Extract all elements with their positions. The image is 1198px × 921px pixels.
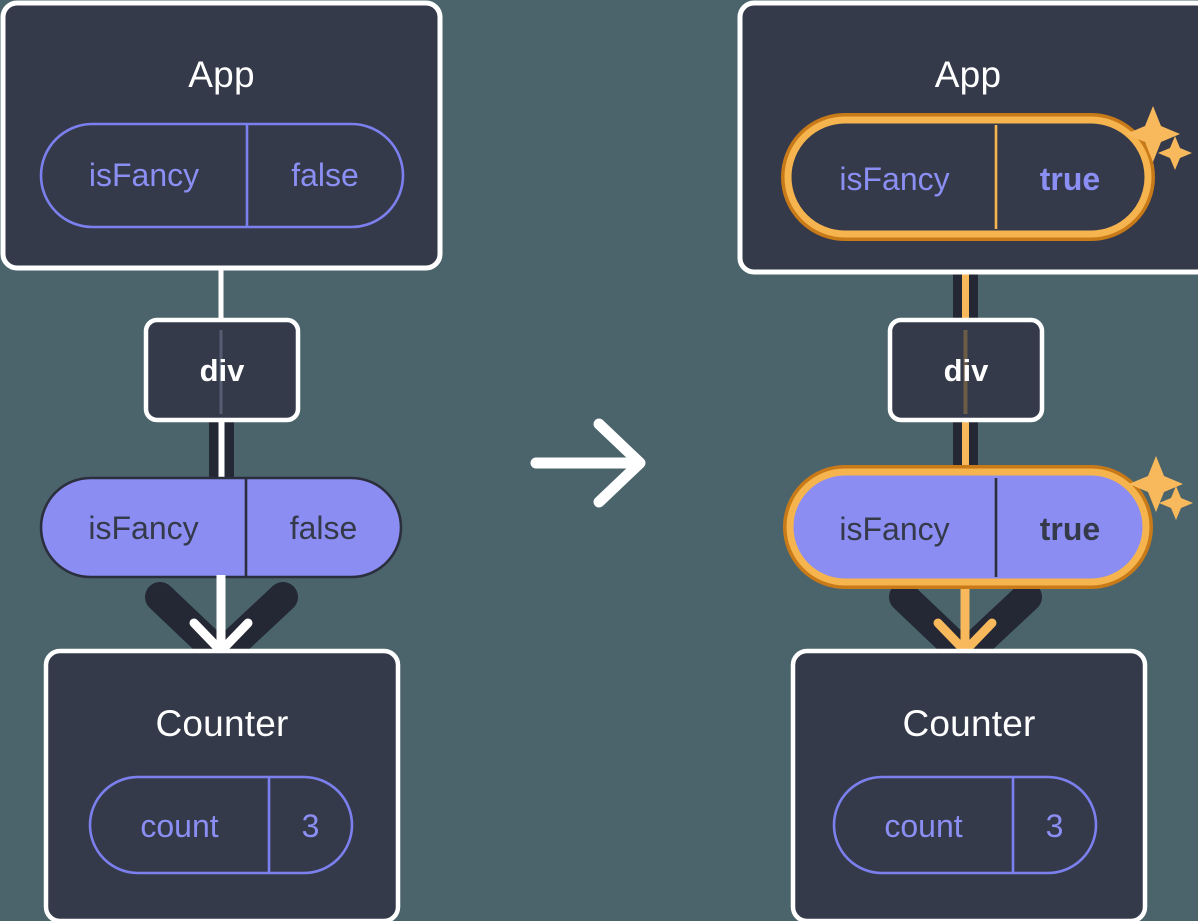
pill-count-counter-before <box>88 775 354 875</box>
pill-isfancy-app-before <box>39 122 405 229</box>
edge-app-to-div-before <box>218 266 224 322</box>
edge-div-to-pill-after-light <box>962 420 969 488</box>
sparkle-group-prop <box>1129 456 1193 520</box>
edge-div-to-pill-before-light <box>218 420 225 488</box>
pill-isfancy-app-after <box>781 113 1155 241</box>
sparkle-small-icon <box>1159 486 1193 520</box>
highlight-ring-inner-app <box>784 116 1152 238</box>
transition-arrow-icon <box>530 418 646 508</box>
edge-through-div-before-overlay <box>219 330 223 414</box>
pill-count-counter-after <box>832 775 1098 875</box>
sparkle-large-icon <box>1126 106 1180 162</box>
sparkle-group-app <box>1126 106 1192 170</box>
highlight-ring-inner-prop <box>786 468 1150 586</box>
pill-isfancy-prop-before <box>39 476 403 579</box>
edge-through-div-after-overlay <box>963 330 968 414</box>
edge-app-to-div-after-light <box>962 228 969 324</box>
pill-isfancy-prop-after <box>783 465 1153 589</box>
sparkle-small-icon <box>1158 136 1192 170</box>
sparkle-large-icon <box>1129 456 1183 512</box>
